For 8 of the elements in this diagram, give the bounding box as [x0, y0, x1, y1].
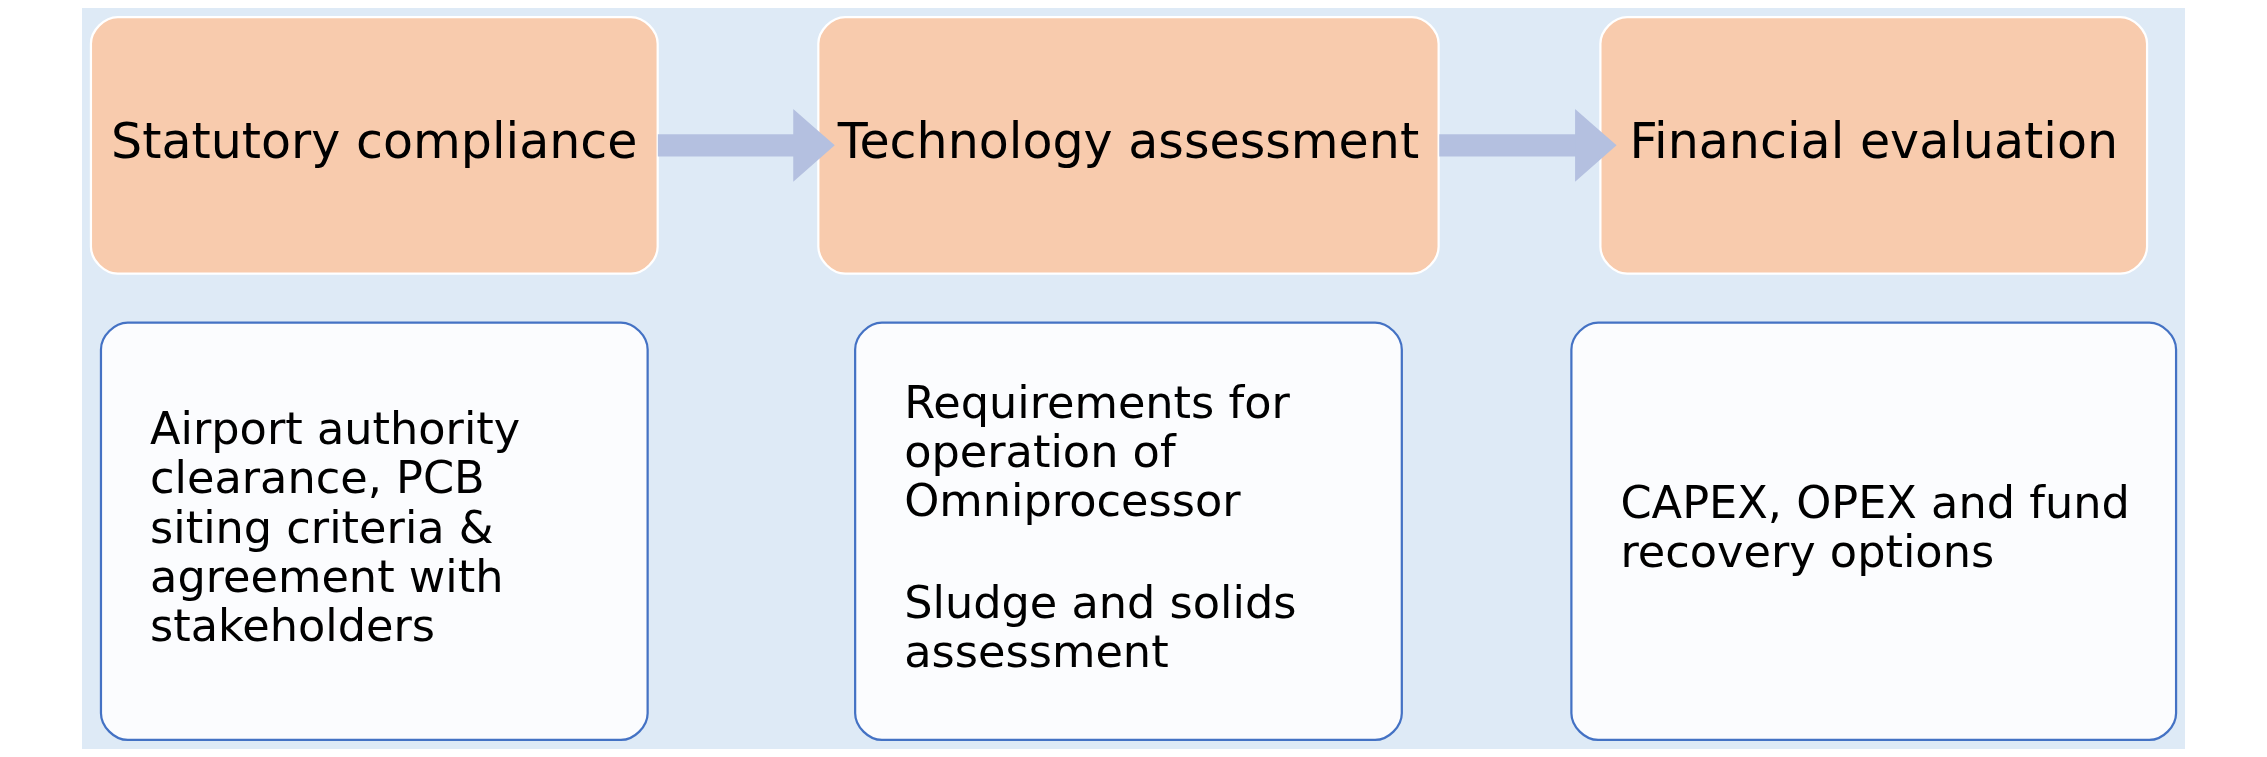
node-box: CAPEX, OPEX and fund recovery options [1570, 321, 2178, 742]
arrow [1439, 109, 1617, 182]
node-box: Statutory compliance [89, 15, 659, 275]
node-box: Airport authority clearance, PCB siting criteria & agreement with stakeholders [99, 321, 649, 742]
node-box: Financial evaluation [1599, 15, 2149, 275]
arrow [657, 109, 835, 182]
node-box: Requirements for operation of Omniprocessor Sludge and solids assessment [854, 321, 1403, 742]
node-box: Technology assessment [817, 15, 1440, 275]
